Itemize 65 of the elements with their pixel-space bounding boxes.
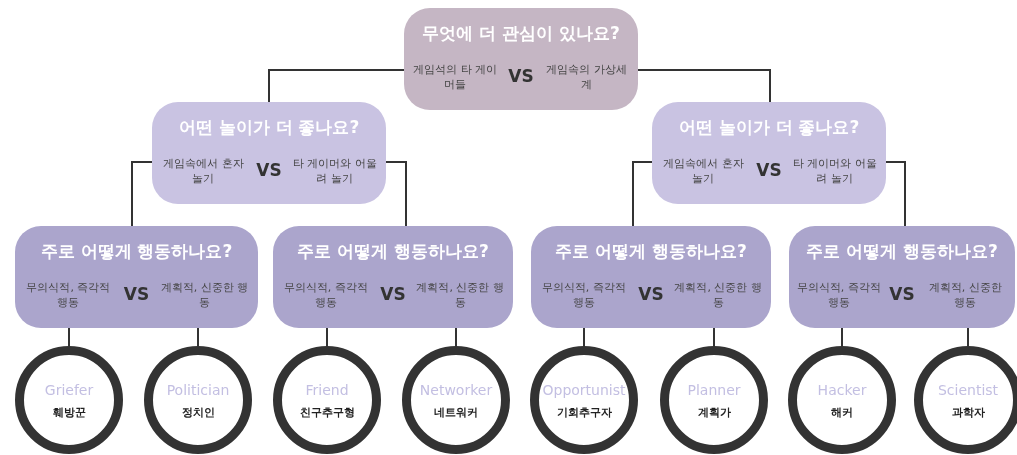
question-heading: 어떤 놀이가 더 좋나요? bbox=[677, 116, 861, 139]
type-label: 정치인 bbox=[180, 405, 216, 420]
connector-line bbox=[455, 327, 457, 347]
question-box bbox=[152, 102, 386, 204]
question-box bbox=[789, 226, 1015, 328]
connector-line bbox=[131, 161, 153, 227]
option-text: 계획적, 신중한 행동 bbox=[927, 280, 1003, 310]
connector-line bbox=[713, 327, 715, 347]
option-text: 무의식적, 즉각적 행동 bbox=[540, 280, 627, 310]
connector-line bbox=[385, 161, 407, 227]
option-text: 게임속에서 혼자 놀기 bbox=[662, 156, 745, 186]
option-text: 게임속의 가상세계 bbox=[545, 62, 628, 92]
option-text: 무의식적, 즉각적 행동 bbox=[795, 280, 882, 310]
connector-line bbox=[197, 327, 199, 347]
vs-label: VS bbox=[122, 284, 151, 304]
option-text: 계획적, 신중한 행동 bbox=[673, 280, 763, 310]
option-text: 무의식적, 즉각적 행동 bbox=[25, 280, 112, 310]
type-name: Planner bbox=[686, 382, 742, 398]
option-text: 타 게이머와 어울려 놀기 bbox=[291, 156, 378, 186]
type-label: 해커 bbox=[830, 405, 854, 420]
vs-label: VS bbox=[755, 160, 783, 180]
connector-line bbox=[632, 161, 653, 227]
connector-line bbox=[268, 69, 405, 103]
type-label: 네트워커 bbox=[433, 405, 479, 420]
question-heading: 주로 어떻게 행동하나요? bbox=[39, 240, 234, 263]
question-heading: 어떤 놀이가 더 좋나요? bbox=[177, 116, 361, 139]
type-label: 훼방꾼 bbox=[51, 405, 87, 420]
vs-label: VS bbox=[255, 160, 283, 180]
question-box bbox=[273, 226, 513, 328]
type-name: Friend bbox=[304, 382, 350, 398]
question-heading: 주로 어떻게 행동하나요? bbox=[296, 240, 490, 263]
question-heading: 주로 어떻게 행동하나요? bbox=[554, 240, 748, 263]
option-text: 무의식적, 즉각적 행동 bbox=[282, 280, 369, 310]
connector-line bbox=[68, 327, 70, 347]
question-box bbox=[15, 226, 258, 328]
connector-line bbox=[885, 161, 906, 227]
type-name: Opportunist bbox=[541, 382, 627, 398]
type-name: Scientist bbox=[936, 382, 1000, 398]
type-name: Hacker bbox=[816, 382, 868, 398]
connector-line bbox=[967, 327, 969, 347]
type-label: 친구추구형 bbox=[298, 405, 356, 420]
option-text: 게임석의 타 게이머들 bbox=[412, 62, 499, 92]
vs-label: VS bbox=[637, 284, 665, 304]
option-text: 타 게이머와 어울려 놀기 bbox=[791, 156, 878, 186]
type-name: Politician bbox=[165, 382, 231, 398]
type-name: Griefer bbox=[43, 382, 95, 398]
vs-label: VS bbox=[888, 284, 916, 304]
connector-line bbox=[841, 327, 843, 347]
option-text: 계획적, 신중한 행동 bbox=[159, 280, 250, 310]
type-label: 과학자 bbox=[950, 405, 986, 420]
vs-label: VS bbox=[507, 66, 535, 86]
question-box bbox=[652, 102, 886, 204]
connector-line bbox=[583, 327, 585, 347]
question-heading: 무엇에 더 관심이 있나요? bbox=[421, 22, 621, 45]
question-box bbox=[404, 8, 638, 110]
type-label: 기회추구자 bbox=[555, 405, 613, 420]
connector-line bbox=[326, 327, 328, 347]
type-label: 계획가 bbox=[696, 405, 732, 420]
question-box bbox=[531, 226, 771, 328]
question-heading: 주로 어떻게 행동하나요? bbox=[805, 240, 999, 263]
option-text: 계획적, 신중한 행동 bbox=[415, 280, 505, 310]
vs-label: VS bbox=[379, 284, 407, 304]
option-text: 게임속에서 혼자 놀기 bbox=[162, 156, 245, 186]
type-name: Networker bbox=[418, 382, 494, 398]
connector-line bbox=[637, 69, 771, 103]
